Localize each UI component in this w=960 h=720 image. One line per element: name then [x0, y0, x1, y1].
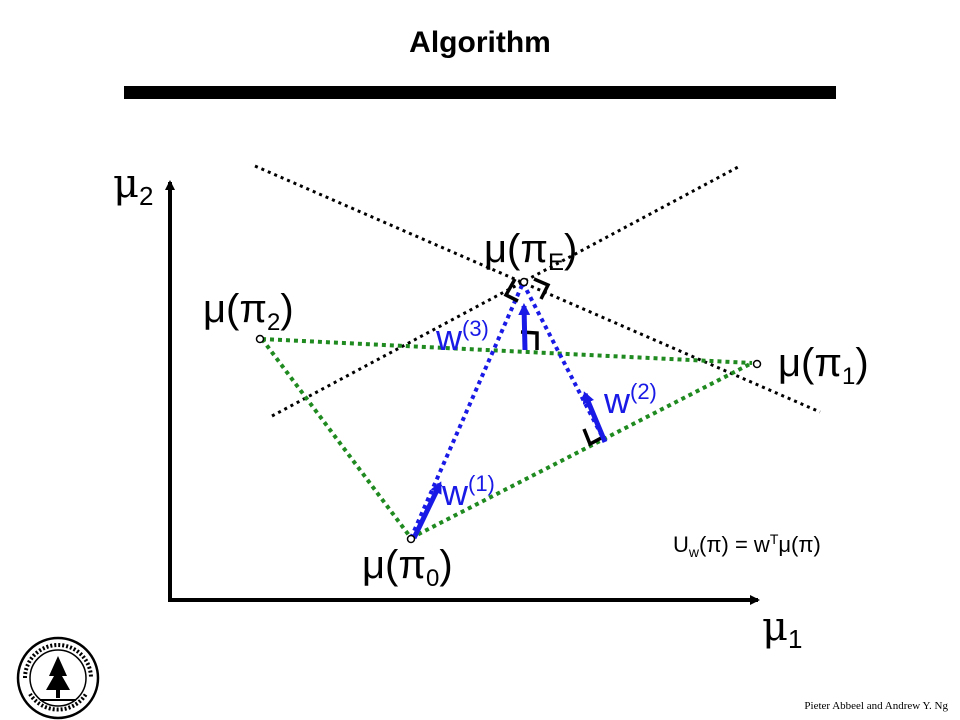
- label-mu-pi1: μ(π1): [778, 341, 869, 390]
- label-w3: w(3): [435, 316, 489, 358]
- page-title: Algorithm: [409, 26, 551, 59]
- right-angle-mark-w2: [582, 428, 604, 447]
- right-angle-mark-piE-left: [503, 278, 519, 303]
- label-mu-pi2: μ(π2): [203, 287, 294, 336]
- constraint-line-1: [254, 164, 821, 414]
- point-pi0: [406, 534, 416, 544]
- label-mu-pi0: μ(π0): [362, 543, 453, 592]
- title-rule: [124, 86, 836, 99]
- label-mu-piE: μ(πE): [484, 227, 577, 276]
- author-credit: Pieter Abbeel and Andrew Y. Ng: [804, 700, 948, 712]
- w1-arrow: [411, 481, 443, 540]
- utility-formula: Uw(π) = wTμ(π): [673, 531, 821, 560]
- y-axis-label: μ2: [113, 161, 153, 211]
- right-angle-mark-piE-right: [533, 277, 551, 300]
- w3-arrow: [518, 303, 531, 351]
- stanford-seal-logo: [16, 636, 100, 720]
- point-piE: [519, 277, 529, 287]
- point-pi1: [752, 359, 762, 369]
- w2-arrow: [582, 391, 608, 443]
- constraint-line-2: [271, 164, 741, 418]
- green-edge-pi2-pi1: [261, 337, 753, 365]
- x-axis-label: μ1: [762, 604, 802, 654]
- green-edge-pi2-pi0: [260, 337, 413, 540]
- blue-projection-pi0-piE: [409, 282, 525, 539]
- point-pi2: [255, 334, 265, 344]
- label-w2: w(2): [603, 379, 657, 421]
- blue-projection-piE-w2: [521, 282, 606, 441]
- label-w1: w(1): [441, 471, 495, 513]
